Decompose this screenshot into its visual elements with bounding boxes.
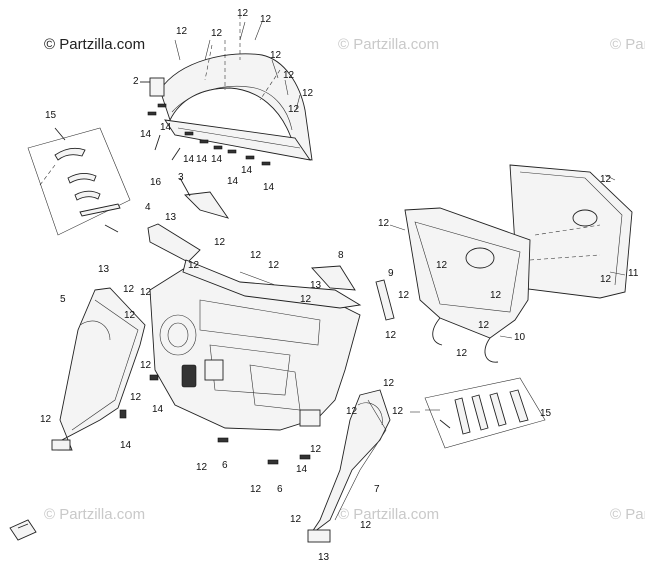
callout-label: 12 [250, 250, 262, 261]
callout-label: 15 [45, 110, 57, 121]
watermark-primary: © Partzilla.com [44, 36, 145, 53]
leader-lines [174, 21, 626, 413]
callout-label: 12 [490, 290, 502, 301]
callout-labels: 12 12 12 12 12 2 12 12 12 14 14 14 14 14… [40, 8, 639, 563]
watermark: © Partzilla.com [44, 506, 145, 523]
callout-label: 12 [288, 104, 300, 115]
fasteners-lower [119, 374, 311, 465]
watermark: © Partzilla.com [610, 506, 645, 523]
callout-label: 12 [436, 260, 448, 271]
callout-label: 10 [514, 332, 526, 343]
callout-label: 14 [160, 122, 172, 133]
callout-label: 12 [398, 290, 410, 301]
side-panel-7 [307, 389, 391, 543]
callout-label: 14 [196, 154, 208, 165]
callout-label: 13 [310, 280, 322, 291]
inset-15-right [424, 377, 546, 449]
callout-label: 12 [188, 260, 200, 271]
upper-cowl [159, 15, 313, 161]
callout-label: 12 [140, 287, 152, 298]
callout-label: 12 [383, 378, 395, 389]
callout-label: 12 [260, 14, 272, 25]
callout-label: 15 [540, 408, 552, 419]
callout-label: 11 [628, 268, 639, 279]
callout-label: 13 [165, 212, 177, 223]
callout-label: 6 [222, 460, 228, 471]
callout-label: 12 [346, 406, 358, 417]
callout-label: 9 [388, 268, 394, 279]
callout-label: 12 [283, 70, 295, 81]
callout-label: 6 [277, 484, 283, 495]
storage-box-10 [404, 207, 531, 363]
front-arrow-icon [9, 519, 37, 541]
callout-label: 2 [133, 76, 139, 87]
rods-16 [154, 134, 181, 161]
panel-4 [147, 223, 201, 263]
fastener-row [147, 103, 271, 166]
tube-9 [375, 279, 395, 321]
callout-label: 14 [296, 464, 308, 475]
callout-label: 12 [360, 520, 372, 531]
callout-label: 14 [183, 154, 195, 165]
callout-label: 12 [250, 484, 262, 495]
callout-label: 14 [227, 176, 239, 187]
main-body [149, 259, 362, 431]
callout-label: 14 [263, 182, 275, 193]
callout-label: 12 [600, 174, 612, 185]
callout-label: 12 [140, 360, 152, 371]
side-panel-5 [51, 287, 146, 451]
callout-label: 5 [60, 294, 66, 305]
callout-label: 14 [140, 129, 152, 140]
callout-label: 12 [300, 294, 312, 305]
piece-8 [311, 265, 356, 291]
callout-label: 12 [176, 26, 188, 37]
storage-lid-11 [509, 164, 633, 299]
watermark: © Partzilla.com [610, 36, 645, 53]
panel-3 [179, 177, 230, 219]
callout-label: 12 [214, 237, 226, 248]
callout-label: 16 [150, 177, 162, 188]
inset-15-left [27, 127, 131, 236]
bracket-2 [140, 77, 165, 97]
callout-label: 14 [120, 440, 132, 451]
callout-label: 12 [270, 50, 282, 61]
callout-label: 12 [123, 284, 135, 295]
callout-label: 12 [124, 310, 136, 321]
callout-label: 12 [310, 444, 322, 455]
callout-label: 12 [478, 320, 490, 331]
callout-label: 12 [302, 88, 314, 99]
callout-label: 14 [241, 165, 253, 176]
watermark: © Partzilla.com [338, 36, 439, 53]
callout-label: 12 [456, 348, 468, 359]
callout-label: 12 [600, 274, 612, 285]
callout-label: 4 [145, 202, 151, 213]
callout-label: 12 [237, 8, 249, 19]
callout-label: 12 [130, 392, 142, 403]
callout-label: 14 [152, 404, 164, 415]
callout-label: 12 [196, 462, 208, 473]
callout-label: 13 [98, 264, 110, 275]
callout-label: 12 [40, 414, 52, 425]
callout-label: 3 [178, 172, 184, 183]
callout-label: 12 [385, 330, 397, 341]
callout-label: 12 [392, 406, 404, 417]
callout-label: 14 [211, 154, 223, 165]
callout-label: 12 [378, 218, 390, 229]
callout-label: 12 [268, 260, 280, 271]
callout-label: 7 [374, 484, 380, 495]
callout-label: 12 [290, 514, 302, 525]
callout-label: 13 [318, 552, 330, 563]
callout-label: 12 [211, 28, 223, 39]
callout-label: 8 [338, 250, 344, 261]
watermark: © Partzilla.com [338, 506, 439, 523]
